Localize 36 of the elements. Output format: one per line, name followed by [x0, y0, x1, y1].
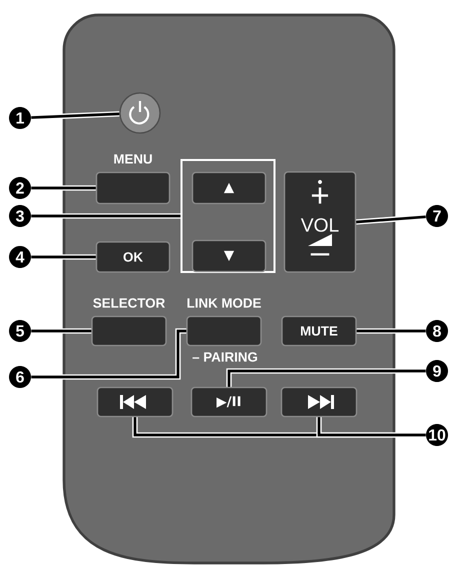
callout-number: 9: [426, 360, 448, 382]
button-label: LINK MODE: [188, 298, 261, 308]
callout-number: 4: [9, 246, 31, 268]
leader-line: [226, 368, 426, 387]
callout-number: 3: [9, 205, 31, 227]
callout-number: 10: [426, 424, 448, 446]
next-button: [280, 386, 358, 418]
button-label: MENU: [114, 154, 152, 164]
callout-number: 7: [426, 205, 448, 227]
button-label: VOL: [300, 218, 339, 232]
leader-line: [31, 328, 186, 380]
button-label: – PAIRING: [192, 352, 258, 362]
button-label: +: [312, 187, 328, 204]
button: ▲: [192, 172, 266, 204]
leader-line: [31, 213, 180, 219]
leader-line: [316, 417, 426, 438]
button-label: –: [310, 253, 330, 256]
callout-number: 1: [9, 107, 31, 129]
callout-number: 5: [9, 320, 31, 342]
button-frame: [180, 159, 276, 273]
leader-line: [31, 254, 96, 260]
callout-number: 8: [426, 320, 448, 342]
button: OK: [96, 241, 170, 273]
button: ▶/II: [190, 386, 268, 418]
button: MUTE: [281, 316, 357, 346]
previous-button: [96, 386, 174, 418]
leader-line: [31, 185, 96, 191]
button-label: SELECTOR: [93, 298, 165, 308]
callout-number: 6: [9, 366, 31, 388]
leader-line: [31, 328, 92, 334]
leader-line: [356, 328, 426, 334]
leader-line: [31, 111, 120, 120]
callout-number: 2: [9, 177, 31, 199]
leader-line: [356, 214, 426, 225]
power-button: [119, 92, 161, 134]
button: ▼: [192, 240, 266, 272]
